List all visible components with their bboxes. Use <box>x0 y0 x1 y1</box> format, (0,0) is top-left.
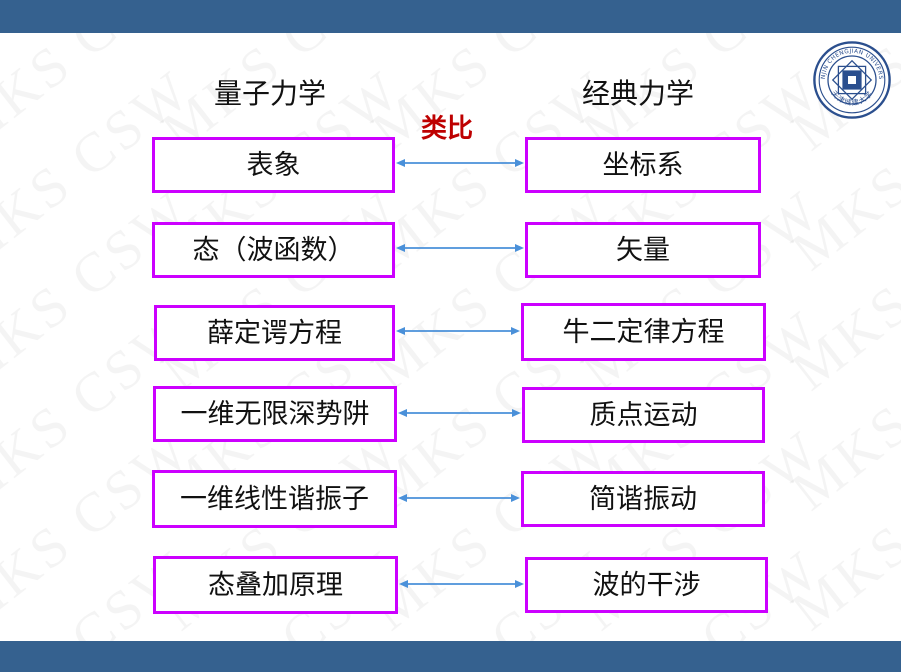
watermark-text: MKS CSW <box>0 33 204 43</box>
watermark-text: MKS CSW <box>360 33 624 43</box>
watermark-text: MKS CSW <box>780 418 901 641</box>
concept-box-label: 简谐振动 <box>589 483 697 515</box>
concept-box-left[interactable]: 态（波函数） <box>152 222 395 278</box>
watermark-text: MKS CSW <box>150 178 414 404</box>
concept-box-right[interactable]: 质点运动 <box>522 387 765 443</box>
analogy-arrow <box>396 156 524 170</box>
concept-box-label: 一维线性谐振子 <box>180 483 369 515</box>
concept-box-right[interactable]: 简谐振动 <box>521 471 765 527</box>
watermark-text: MKS CSW <box>570 178 834 404</box>
watermark-text: MKS CSW <box>780 178 901 404</box>
concept-box-label: 质点运动 <box>589 399 698 431</box>
concept-box-right[interactable]: 波的干涉 <box>525 557 768 613</box>
concept-box-left[interactable]: 一维线性谐振子 <box>152 470 397 528</box>
watermark-text: MKS CSW <box>360 178 624 404</box>
analogy-arrow <box>399 577 524 591</box>
concept-box-right[interactable]: 矢量 <box>525 222 761 278</box>
analogy-arrow <box>396 324 520 338</box>
concept-box-left[interactable]: 表象 <box>152 137 395 193</box>
analogy-arrow <box>398 406 521 420</box>
bottom-band <box>0 641 901 672</box>
watermark-text: MKS CSW <box>150 33 414 43</box>
watermark-text: MKS CSW <box>0 178 204 404</box>
concept-box-label: 矢量 <box>616 234 670 266</box>
concept-box-right[interactable]: 牛二定律方程 <box>521 303 766 361</box>
concept-box-label: 波的干涉 <box>592 569 701 601</box>
concept-box-label: 坐标系 <box>602 149 684 181</box>
concept-box-label: 牛二定律方程 <box>562 316 725 348</box>
column-header-quantum: 量子力学 <box>214 77 327 110</box>
concept-box-label: 表象 <box>246 149 301 181</box>
watermark-text: MKS CSW <box>570 33 834 43</box>
analogy-arrow <box>396 241 524 255</box>
column-header-classical: 经典力学 <box>582 77 695 110</box>
concept-box-label: 态（波函数） <box>192 234 355 266</box>
concept-box-label: 一维无限深势阱 <box>180 398 370 430</box>
concept-box-left[interactable]: 一维无限深势阱 <box>153 386 397 442</box>
concept-box-label: 态叠加原理 <box>208 569 343 601</box>
watermark-text: MKS CSW <box>780 298 901 524</box>
analogy-label: 类比 <box>421 114 474 144</box>
concept-box-label: 薛定谔方程 <box>207 317 342 349</box>
analogy-arrow <box>398 491 520 505</box>
watermark-text: MKS CSW <box>780 538 901 641</box>
top-band <box>0 0 901 33</box>
university-logo-icon: TIANJIN CHENGJIAN UNIVERSITY 天津城建大学 <box>812 40 892 120</box>
concept-box-left[interactable]: 态叠加原理 <box>153 556 398 614</box>
concept-box-right[interactable]: 坐标系 <box>525 137 761 193</box>
concept-box-left[interactable]: 薛定谔方程 <box>154 305 395 361</box>
